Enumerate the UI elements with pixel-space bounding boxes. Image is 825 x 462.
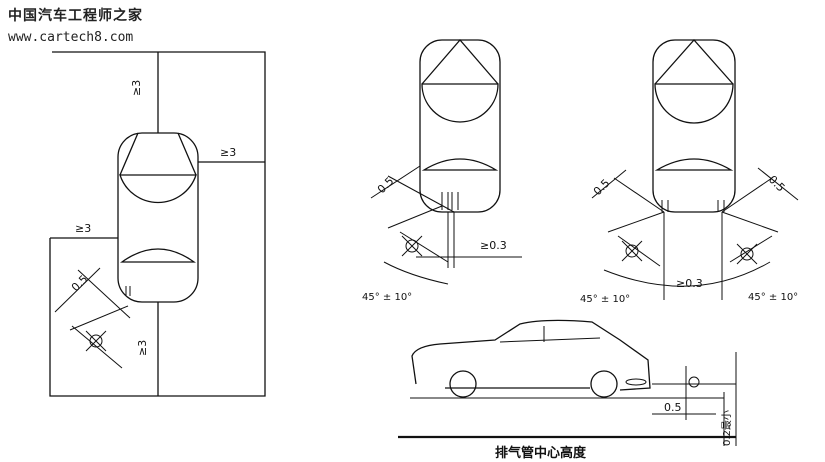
gap-label-middle: ≥0.3	[480, 239, 507, 252]
offset-label-right-a: 0.5	[591, 177, 613, 199]
bottom-panel-side-view: 0.5 0.2最小	[398, 319, 737, 446]
car-top-view-left	[117, 132, 199, 303]
watermark-site-name: 中国汽车工程师之家	[8, 8, 143, 24]
clearance-label-left: ≥3	[75, 222, 91, 235]
diagram-caption: 排气管中心高度	[495, 445, 587, 461]
offset-label-bottom: 0.5	[664, 401, 682, 414]
angle-label-middle: 45° ± 10°	[362, 292, 412, 303]
middle-panel-single-exhaust: 0.5 ≥0.3 45° ± 10°	[362, 39, 522, 303]
angle-label-right-a: 45° ± 10°	[580, 294, 630, 305]
exhaust-point-icon	[688, 376, 700, 388]
height-min-label: 0.2最小	[721, 410, 733, 446]
clearance-label-top: ≥3	[130, 80, 143, 96]
clearance-label-bottom: ≥3	[136, 340, 149, 356]
gap-label-right: ≥0.3	[676, 277, 703, 290]
right-panel-dual-exhaust: 0.5 0.5 ≥0.3 45° ± 10° 45° ± 10°	[580, 39, 799, 305]
watermark-url: www.cartech8.com	[8, 30, 134, 45]
exhaust-point-icon	[625, 244, 639, 258]
exhaust-point-icon	[405, 239, 419, 253]
left-panel-parking-layout: ≥3 ≥3 ≥3 ≥3 0.5	[49, 51, 266, 397]
exhaust-point-icon	[740, 247, 754, 261]
parking-outline	[49, 51, 266, 397]
car-side-view	[411, 319, 651, 398]
car-top-view-middle	[419, 39, 501, 213]
angle-label-right-b: 45° ± 10°	[748, 292, 798, 303]
offset-label-right-b: 0.5	[766, 173, 788, 195]
clearance-label-right: ≥3	[220, 146, 236, 159]
car-top-view-right	[652, 39, 736, 213]
exhaust-point-icon	[89, 334, 103, 348]
offset-label-left: 0.5	[69, 273, 91, 295]
